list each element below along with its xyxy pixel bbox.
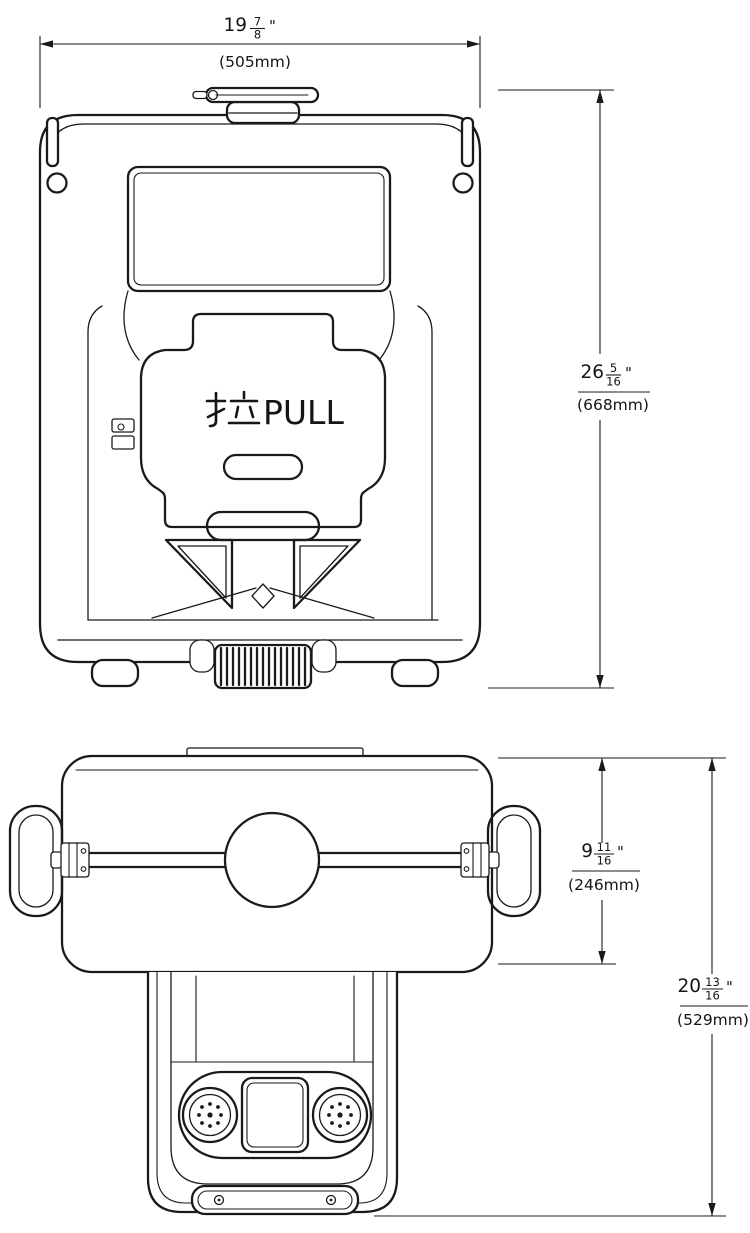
cross-braces [151,538,375,619]
brace-tent-right [269,587,375,619]
label-panel-outer [126,165,392,293]
bracket-left [60,842,90,878]
dim-width-whole: 19 [223,15,247,36]
body-outline [38,113,482,664]
arrowhead-right [467,40,480,48]
dim-width-metric: (505mm) [219,53,291,71]
cap-pin [192,90,208,100]
dim-height-numerator: 5 [610,361,617,375]
dim-depth-unit: " [617,843,624,861]
hanger-pin-right [460,116,475,168]
bellows [189,639,337,690]
nozzle-right [311,1086,369,1144]
nozzle-plate [177,1070,373,1160]
carry-rod [87,851,463,869]
dim-overall-denominator: 16 [705,989,720,1003]
body-side-line-right [417,305,433,621]
body-side-line-left [87,305,103,621]
arrowhead-down [598,951,606,964]
foot-left [90,658,140,688]
panel-slot-upper [222,453,304,481]
arrowhead-down [596,675,604,688]
dimension-overall-depth: 20 13 16 " (529mm) [374,758,749,1217]
nozzle-plate-cutout [240,1076,310,1154]
front-view: PULL [38,86,482,690]
nozzle-plate-cutout-inner [246,1082,304,1148]
center-diamond [251,583,275,609]
dim-width-numerator: 7 [254,15,261,29]
nozzle-left [181,1086,239,1144]
dimension-width: 19 7 8 " (505mm) [39,15,481,108]
cap-clip-ring [207,89,219,101]
dim-overall-metric: (529mm) [677,1011,749,1029]
arrowhead-up [598,758,606,771]
bellows-ribs [219,646,307,687]
dim-depth-numerator: 11 [597,840,612,854]
ear-hole-left [46,172,68,194]
arrowhead-down [708,1203,716,1216]
bellows-wing-right [311,639,337,673]
dim-depth-whole: 9 [581,841,593,862]
dim-height-whole: 26 [580,362,604,383]
arrowhead-up [596,90,604,103]
dim-width-denominator: 8 [254,28,261,42]
handle-left [8,804,90,918]
dim-width-unit: " [269,17,276,35]
dim-depth-denominator: 16 [597,854,612,868]
foot-right [390,658,440,688]
dim-overall-numerator: 13 [705,975,720,989]
tray-basin [170,971,374,1185]
pull-label-text: PULL [263,393,344,432]
pull-panel-outline [139,312,387,529]
dim-height-denominator: 16 [606,375,621,389]
side-latch [111,418,135,450]
hanger-pin-left [45,116,60,168]
dim-height-metric: (668mm) [577,396,649,414]
panel-curve-right [378,290,395,361]
pull-hanzi-glyph [205,390,261,428]
dimension-depth: 9 11 16 " (246mm) [498,757,726,965]
panel-slot-lower [205,510,321,542]
tray [146,970,399,1216]
dim-depth-metric: (246mm) [568,876,640,894]
rod-center-ball [223,811,321,909]
arrowhead-up [708,758,716,771]
handle-right [460,804,542,918]
dim-overall-whole: 20 [677,976,701,997]
bellows-wing-left [189,639,215,673]
dimension-height: 26 5 16 " (668mm) [488,89,650,689]
ear-hole-right [452,172,474,194]
dim-height-unit: " [625,364,632,382]
pull-label: PULL [205,390,344,432]
bracket-right [460,842,490,878]
brace-tent-left [151,587,257,619]
arrowhead-left [40,40,53,48]
top-view [8,747,542,1216]
dim-overall-unit: " [726,978,733,996]
panel-curve-left [123,290,140,361]
label-panel-inner [133,172,385,286]
tray-bottom-lip [190,1184,360,1216]
